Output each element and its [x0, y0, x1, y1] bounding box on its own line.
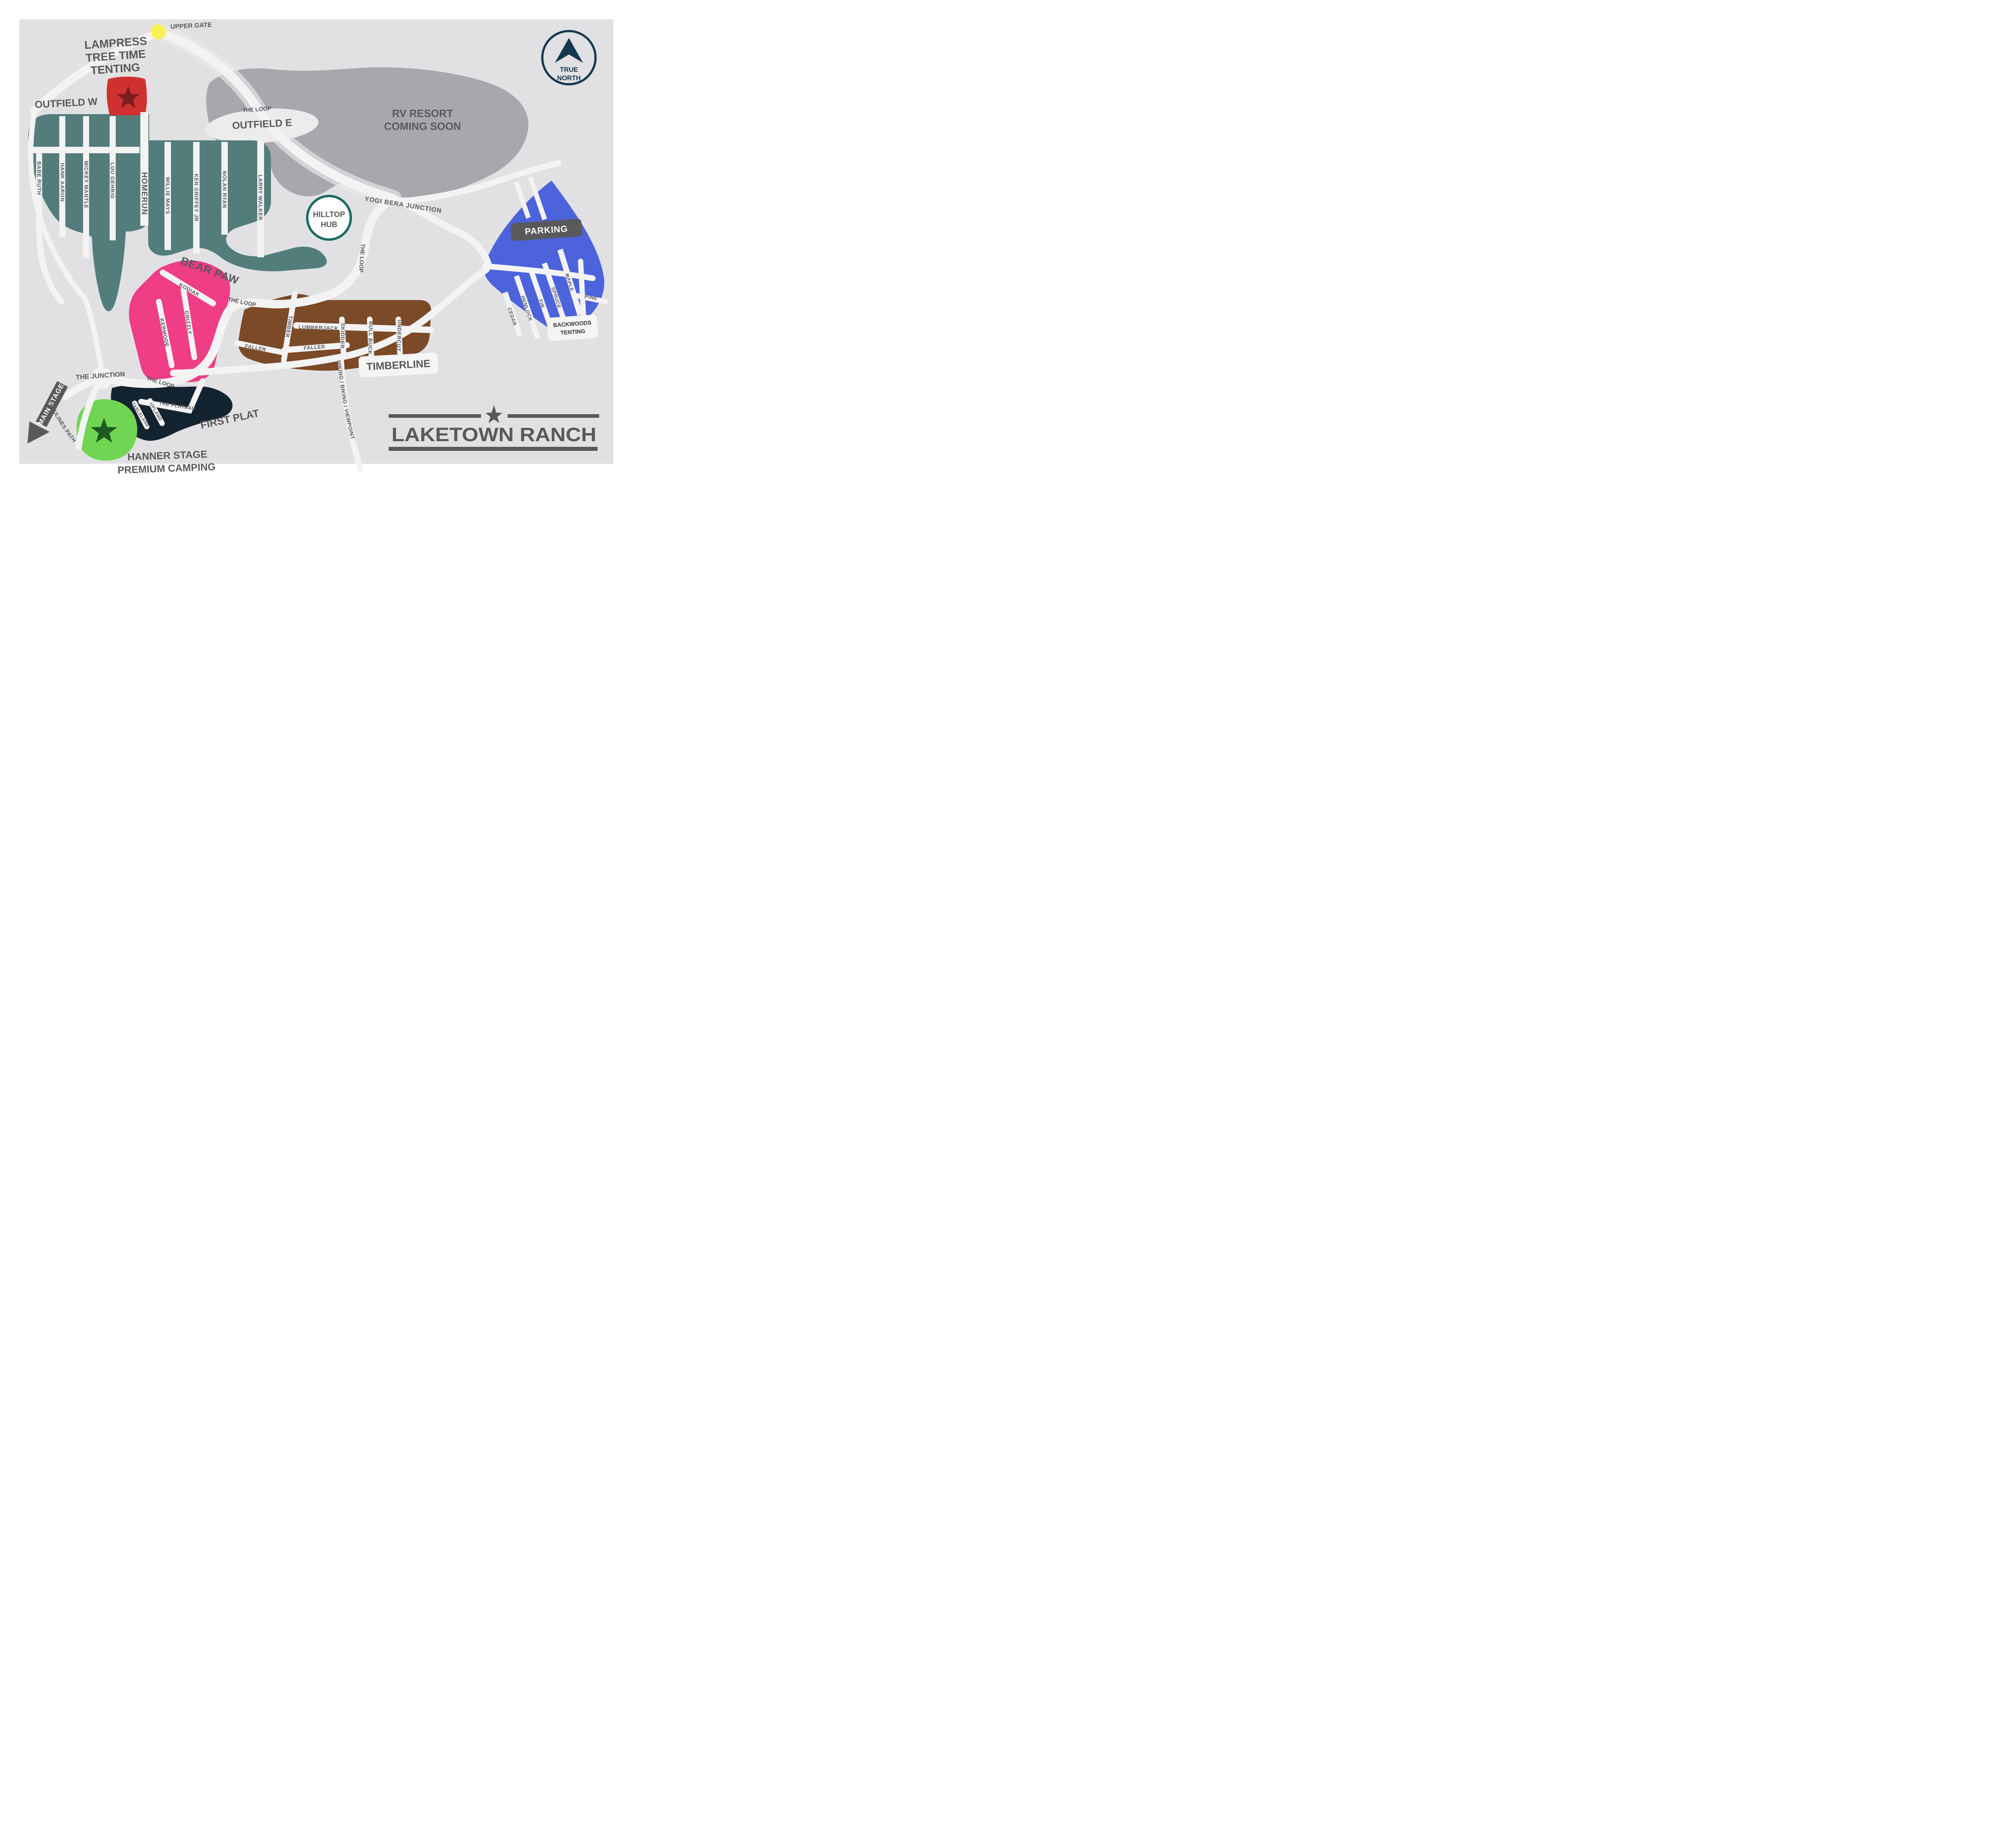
road-grizzly [181, 287, 197, 360]
label-lumberjack: LUMBERJACK [298, 324, 338, 331]
road-maple [557, 248, 583, 316]
label-the-loop-top: THE LOOP [242, 105, 272, 114]
main-stage-arrowhead-icon [27, 421, 50, 444]
label-babe-ruth: BABE RUTH [36, 161, 42, 195]
road-the-plateau [138, 378, 205, 414]
label-skidder: SKIDDER [339, 323, 346, 349]
road-kodiak [160, 269, 216, 306]
label-bull-buck: BULL BUCK [367, 321, 374, 354]
label-backwoods-line2: TENTING [560, 328, 585, 336]
label-true: TRUE [560, 66, 578, 73]
label-hank-aaron: HANK AARON [60, 163, 66, 202]
star-icon-hanner [91, 418, 117, 443]
road-pine [571, 292, 608, 304]
road-parking-right [578, 259, 587, 325]
road-tableland [132, 400, 150, 429]
road-babe-ruth [36, 147, 65, 305]
laketown-ranch-logo: LAKETOWN RANCH [389, 405, 599, 451]
road-bull-buck [367, 317, 374, 359]
backwoods-banner: BACKWOODS TENTING [547, 315, 598, 341]
logo-rule-right [508, 414, 599, 418]
label-undercut: UNDERCUT [396, 319, 403, 352]
timberline-banner-bg [358, 352, 438, 377]
label-nolan-ryan: NOLAN RYAN [222, 171, 228, 208]
label-hilltop-line2: HUB [321, 221, 337, 229]
road-parking-stub-1 [514, 181, 531, 219]
road-upland [147, 398, 165, 426]
road-kermode [156, 299, 175, 368]
road-faller-east [281, 342, 350, 353]
label-the-loop-east: THE LOOP [358, 244, 367, 273]
label-pine: PINE [584, 294, 598, 301]
compass-ring [541, 30, 597, 85]
road-mickey-mantle [83, 116, 89, 258]
logo-rule-left [389, 414, 481, 418]
road-ken-griffey-jr [193, 142, 200, 253]
true-north-compass-icon: TRUE NORTH [541, 30, 597, 85]
road-main-stage-stub [62, 375, 105, 401]
road-cedar [502, 291, 523, 337]
backwoods-banner-bg [547, 315, 598, 341]
label-rv-resort-line2: COMING SOON [384, 120, 461, 132]
road-willie-mays [165, 142, 171, 250]
label-hanner-line1: HANNER STAGE [127, 449, 207, 463]
label-hilltop-line1: HILLTOP [313, 211, 345, 219]
road-lumberjack [293, 322, 434, 333]
road-hemlock [514, 275, 541, 340]
star-icon-lampress [117, 86, 140, 108]
road-hiking-trail [337, 355, 363, 472]
laketown-ranch-map: MAIN STAGE HILLTOP HUB TRUE NORTH PARKIN… [19, 19, 613, 476]
label-homerun: HOMERUN [140, 172, 148, 215]
label-north: NORTH [557, 75, 581, 82]
logo-rule-bottom [389, 447, 598, 451]
label-faller-east: FALLER [304, 344, 325, 351]
logo-wordmark: LAKETOWN RANCH [392, 424, 596, 446]
compass-north-arrow-icon [555, 38, 583, 63]
road-yogi-to-parking [389, 195, 492, 270]
road-upper-entry [30, 28, 162, 115]
label-rv-resort-line1: RV RESORT [392, 107, 453, 119]
road-skidder [339, 317, 346, 355]
road-yogi-east [402, 160, 562, 204]
parking-banner-bg [510, 219, 582, 241]
logo-star-icon [485, 405, 502, 423]
road-parking-stub-2 [528, 177, 547, 220]
label-backwoods-line1: BACKWOODS [553, 319, 591, 329]
road-lou-gehrig [110, 116, 116, 240]
label-fir: FIR [538, 299, 546, 309]
road-nolan-ryan [221, 142, 228, 235]
label-upper-gate: UPPER GATE [170, 21, 212, 30]
road-hank-aaron [59, 116, 65, 237]
parking-banner: PARKING [510, 219, 582, 241]
road-left-side [28, 109, 106, 379]
road-paulines-path [75, 375, 105, 450]
road-faller-west [235, 340, 286, 355]
hilltop-hub-circle [306, 195, 352, 241]
road-homerun [140, 112, 148, 226]
upper-gate-icon [150, 23, 167, 41]
road-timberline-south [170, 266, 490, 377]
area-outfield-e [146, 140, 327, 271]
roads [28, 28, 608, 472]
area-bear-paw [129, 260, 230, 384]
label-ken-griffey-jr: KEN GRIFFEY JR [194, 174, 200, 222]
label-willie-mays: WILLIE MAYS [165, 177, 171, 215]
road-spruce [542, 262, 571, 333]
label-mickey-mantle: MICKEY MANTLE [83, 161, 90, 209]
label-lou-gehrig: LOU GEHRIG [110, 163, 116, 199]
road-the-loop-upper [154, 28, 398, 203]
area-first-plat [111, 384, 233, 441]
main-stage-arrow-shaft [35, 381, 68, 427]
road-the-loop-lower [105, 194, 398, 388]
label-larry-walker: LARRY WALKER [258, 175, 264, 221]
hilltop-hub: HILLTOP HUB [306, 195, 352, 241]
timberline-banner: TIMBERLINE [358, 352, 438, 377]
road-larry-walker [257, 141, 264, 257]
area-rv-resort [206, 67, 529, 198]
road-undercut [396, 317, 403, 355]
